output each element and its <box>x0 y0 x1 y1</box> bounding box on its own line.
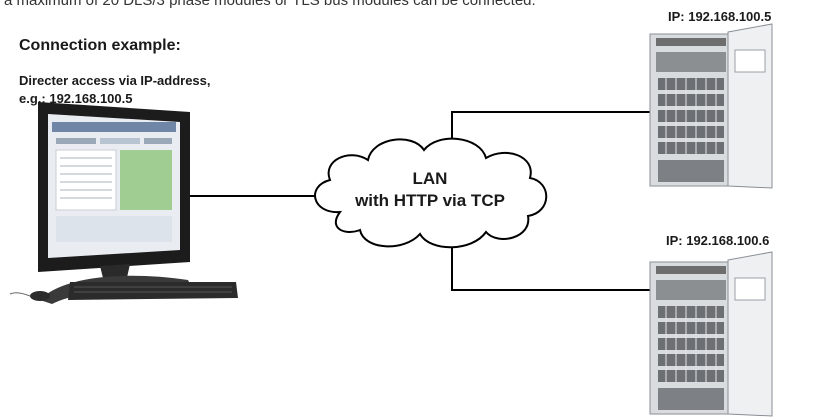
intro-text: a maximum of 20 DLS/3 phase modules or T… <box>4 0 536 9</box>
lan-to-device-1-line <box>451 111 650 150</box>
keyboard <box>68 282 238 300</box>
device-1-ip-label: IP: 192.168.100.5 <box>668 9 772 24</box>
connection-lines <box>190 111 650 291</box>
lan-title: LAN <box>412 169 448 188</box>
lan-protocol: with HTTP via TCP <box>355 191 505 210</box>
lan-cloud-label: LAN with HTTP via TCP <box>325 168 535 212</box>
mouse <box>30 291 50 301</box>
access-line-1: Directer access via IP-address, <box>19 73 211 88</box>
cabinet-device-2 <box>649 251 773 417</box>
connection-example-heading: Connection example: <box>19 37 181 54</box>
cabinet-1-door <box>727 23 773 189</box>
access-description: Directer access via IP-address, e.g.: 19… <box>19 72 211 108</box>
access-line-2: e.g.: 192.168.100.5 <box>19 91 133 106</box>
cabinet-2-door <box>727 251 773 417</box>
device-2-ip-label: IP: 192.168.100.6 <box>666 233 770 248</box>
lan-to-device-2-line <box>451 248 650 291</box>
computer-icon <box>9 102 238 304</box>
lan-cloud-shape <box>314 137 548 249</box>
cabinet-device-1 <box>649 23 773 189</box>
